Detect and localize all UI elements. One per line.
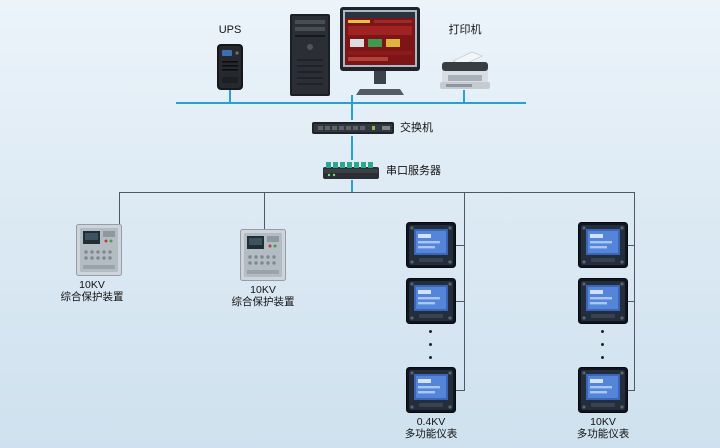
meter2-1-stub-line xyxy=(628,245,634,246)
meter2-3-stub-line xyxy=(628,390,634,391)
meter-1-2 xyxy=(406,278,456,324)
switch-feed-line xyxy=(351,104,353,120)
meters-04kv-label-line2: 多功能仪表 xyxy=(404,428,458,440)
computer-drop-line xyxy=(351,95,353,102)
protection1-label-line2: 综合保护装置 xyxy=(60,291,124,303)
meters-10kv-label-line2: 多功能仪表 xyxy=(576,428,630,440)
printer-drop-line xyxy=(463,90,465,102)
meter1-2-stub-line xyxy=(456,301,464,302)
protection1-drop-line xyxy=(119,192,120,225)
switch-to-serial-line xyxy=(351,136,353,160)
meter1-1-stub-line xyxy=(456,245,464,246)
meter-1-1 xyxy=(406,222,456,268)
ellipsis-dots-column2 xyxy=(601,330,604,359)
protection2-label: 10KV 综合保护装置 xyxy=(217,284,309,308)
printer-device xyxy=(436,50,494,92)
protection2-drop-line xyxy=(264,192,265,229)
protection-device-2 xyxy=(240,229,286,281)
meter-column2-line xyxy=(634,192,635,391)
meters-04kv-label-line1: 0.4KV xyxy=(416,416,446,428)
meters-04kv-label: 0.4KV 多功能仪表 xyxy=(391,416,471,440)
protection-device-1 xyxy=(76,224,122,276)
ups-label: UPS xyxy=(218,24,242,36)
computer-monitor xyxy=(340,7,422,97)
meter-2-3 xyxy=(578,367,628,413)
trunk-line xyxy=(176,102,526,104)
meters-10kv-label: 10KV 多功能仪表 xyxy=(563,416,643,440)
meters-10kv-label-line1: 10KV xyxy=(590,416,616,428)
switch-device xyxy=(312,120,394,136)
protection2-label-line2: 综合保护装置 xyxy=(231,296,295,308)
switch-label: 交换机 xyxy=(400,122,433,134)
distribution-bus-line xyxy=(119,192,635,193)
printer-label: 打印机 xyxy=(448,24,482,36)
meter2-2-stub-line xyxy=(628,301,634,302)
protection2-label-line1: 10KV xyxy=(250,284,276,296)
protection1-label-line1: 10KV xyxy=(79,279,105,291)
protection1-label: 10KV 综合保护装置 xyxy=(52,279,132,303)
meter-1-3 xyxy=(406,367,456,413)
meter1-3-stub-line xyxy=(456,390,464,391)
serial-server-label: 串口服务器 xyxy=(386,165,441,177)
ellipsis-dots-column1 xyxy=(429,330,432,359)
serial-to-bus-line xyxy=(351,180,353,192)
meter-2-2 xyxy=(578,278,628,324)
ups-drop-line xyxy=(229,90,231,102)
meter-2-1 xyxy=(578,222,628,268)
meter-column1-line xyxy=(464,192,465,391)
serial-server-device xyxy=(322,160,380,180)
computer-tower xyxy=(288,13,332,97)
ups-device xyxy=(214,43,246,91)
